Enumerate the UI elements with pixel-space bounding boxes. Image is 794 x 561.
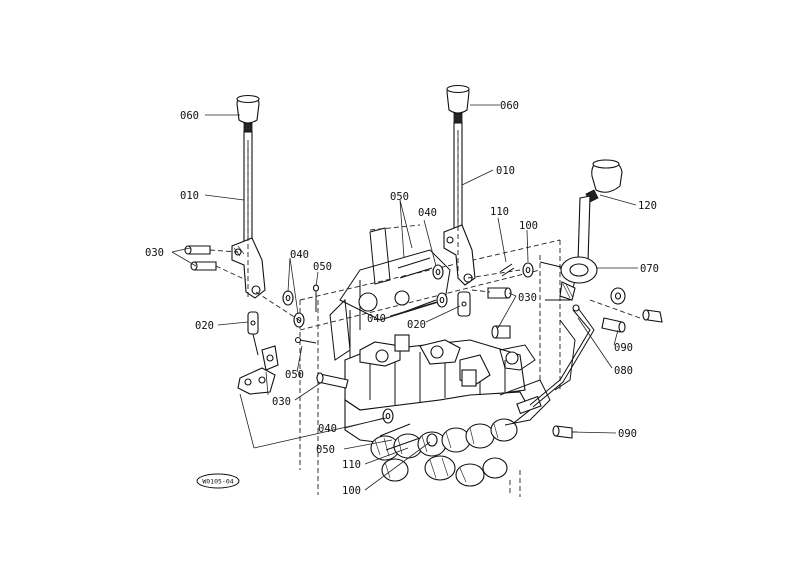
label-040-lower: 040 (318, 423, 337, 435)
label-090-right: 090 (614, 342, 633, 354)
label-060-left: 060 (180, 110, 199, 122)
label-050-top: 050 (390, 191, 409, 203)
drawing-number-text: W0105-04 (202, 478, 233, 486)
label-110-top: 110 (490, 206, 509, 218)
drawing-number-stamp: W0105-04 (196, 473, 240, 489)
label-030-left: 030 (145, 247, 164, 259)
label-100-lower: 100 (342, 485, 361, 497)
label-110-lower: 110 (342, 459, 361, 471)
label-040-center: 040 (367, 313, 386, 325)
left-lever-assembly (184, 94, 320, 396)
label-100-top: 100 (519, 220, 538, 232)
label-020-center: 020 (407, 319, 426, 331)
label-120: 120 (638, 200, 657, 212)
label-040-top: 040 (418, 207, 437, 219)
label-050-lower: 050 (316, 444, 335, 456)
label-040-left: 040 (290, 249, 309, 261)
label-030-lower: 030 (272, 396, 291, 408)
label-080: 080 (614, 365, 633, 377)
right-lever-assembly (529, 159, 663, 439)
part-labels: 060 060 010 010 120 030 040 050 050 040 … (145, 100, 659, 497)
label-030-center: 030 (518, 292, 537, 304)
label-010-center: 010 (496, 165, 515, 177)
center-lever-assembly (397, 84, 534, 339)
label-020-left: 020 (195, 320, 214, 332)
lower-fasteners (316, 372, 438, 451)
control-valve-body (299, 224, 576, 497)
label-070: 070 (640, 263, 659, 275)
label-090-lower: 090 (618, 428, 637, 440)
right-lever-rod (577, 195, 591, 263)
label-060-center: 060 (500, 100, 519, 112)
label-010-left: 010 (180, 190, 199, 202)
label-050-left: 050 (313, 261, 332, 273)
leader-lines (171, 104, 638, 491)
label-050-lower-left: 050 (285, 369, 304, 381)
